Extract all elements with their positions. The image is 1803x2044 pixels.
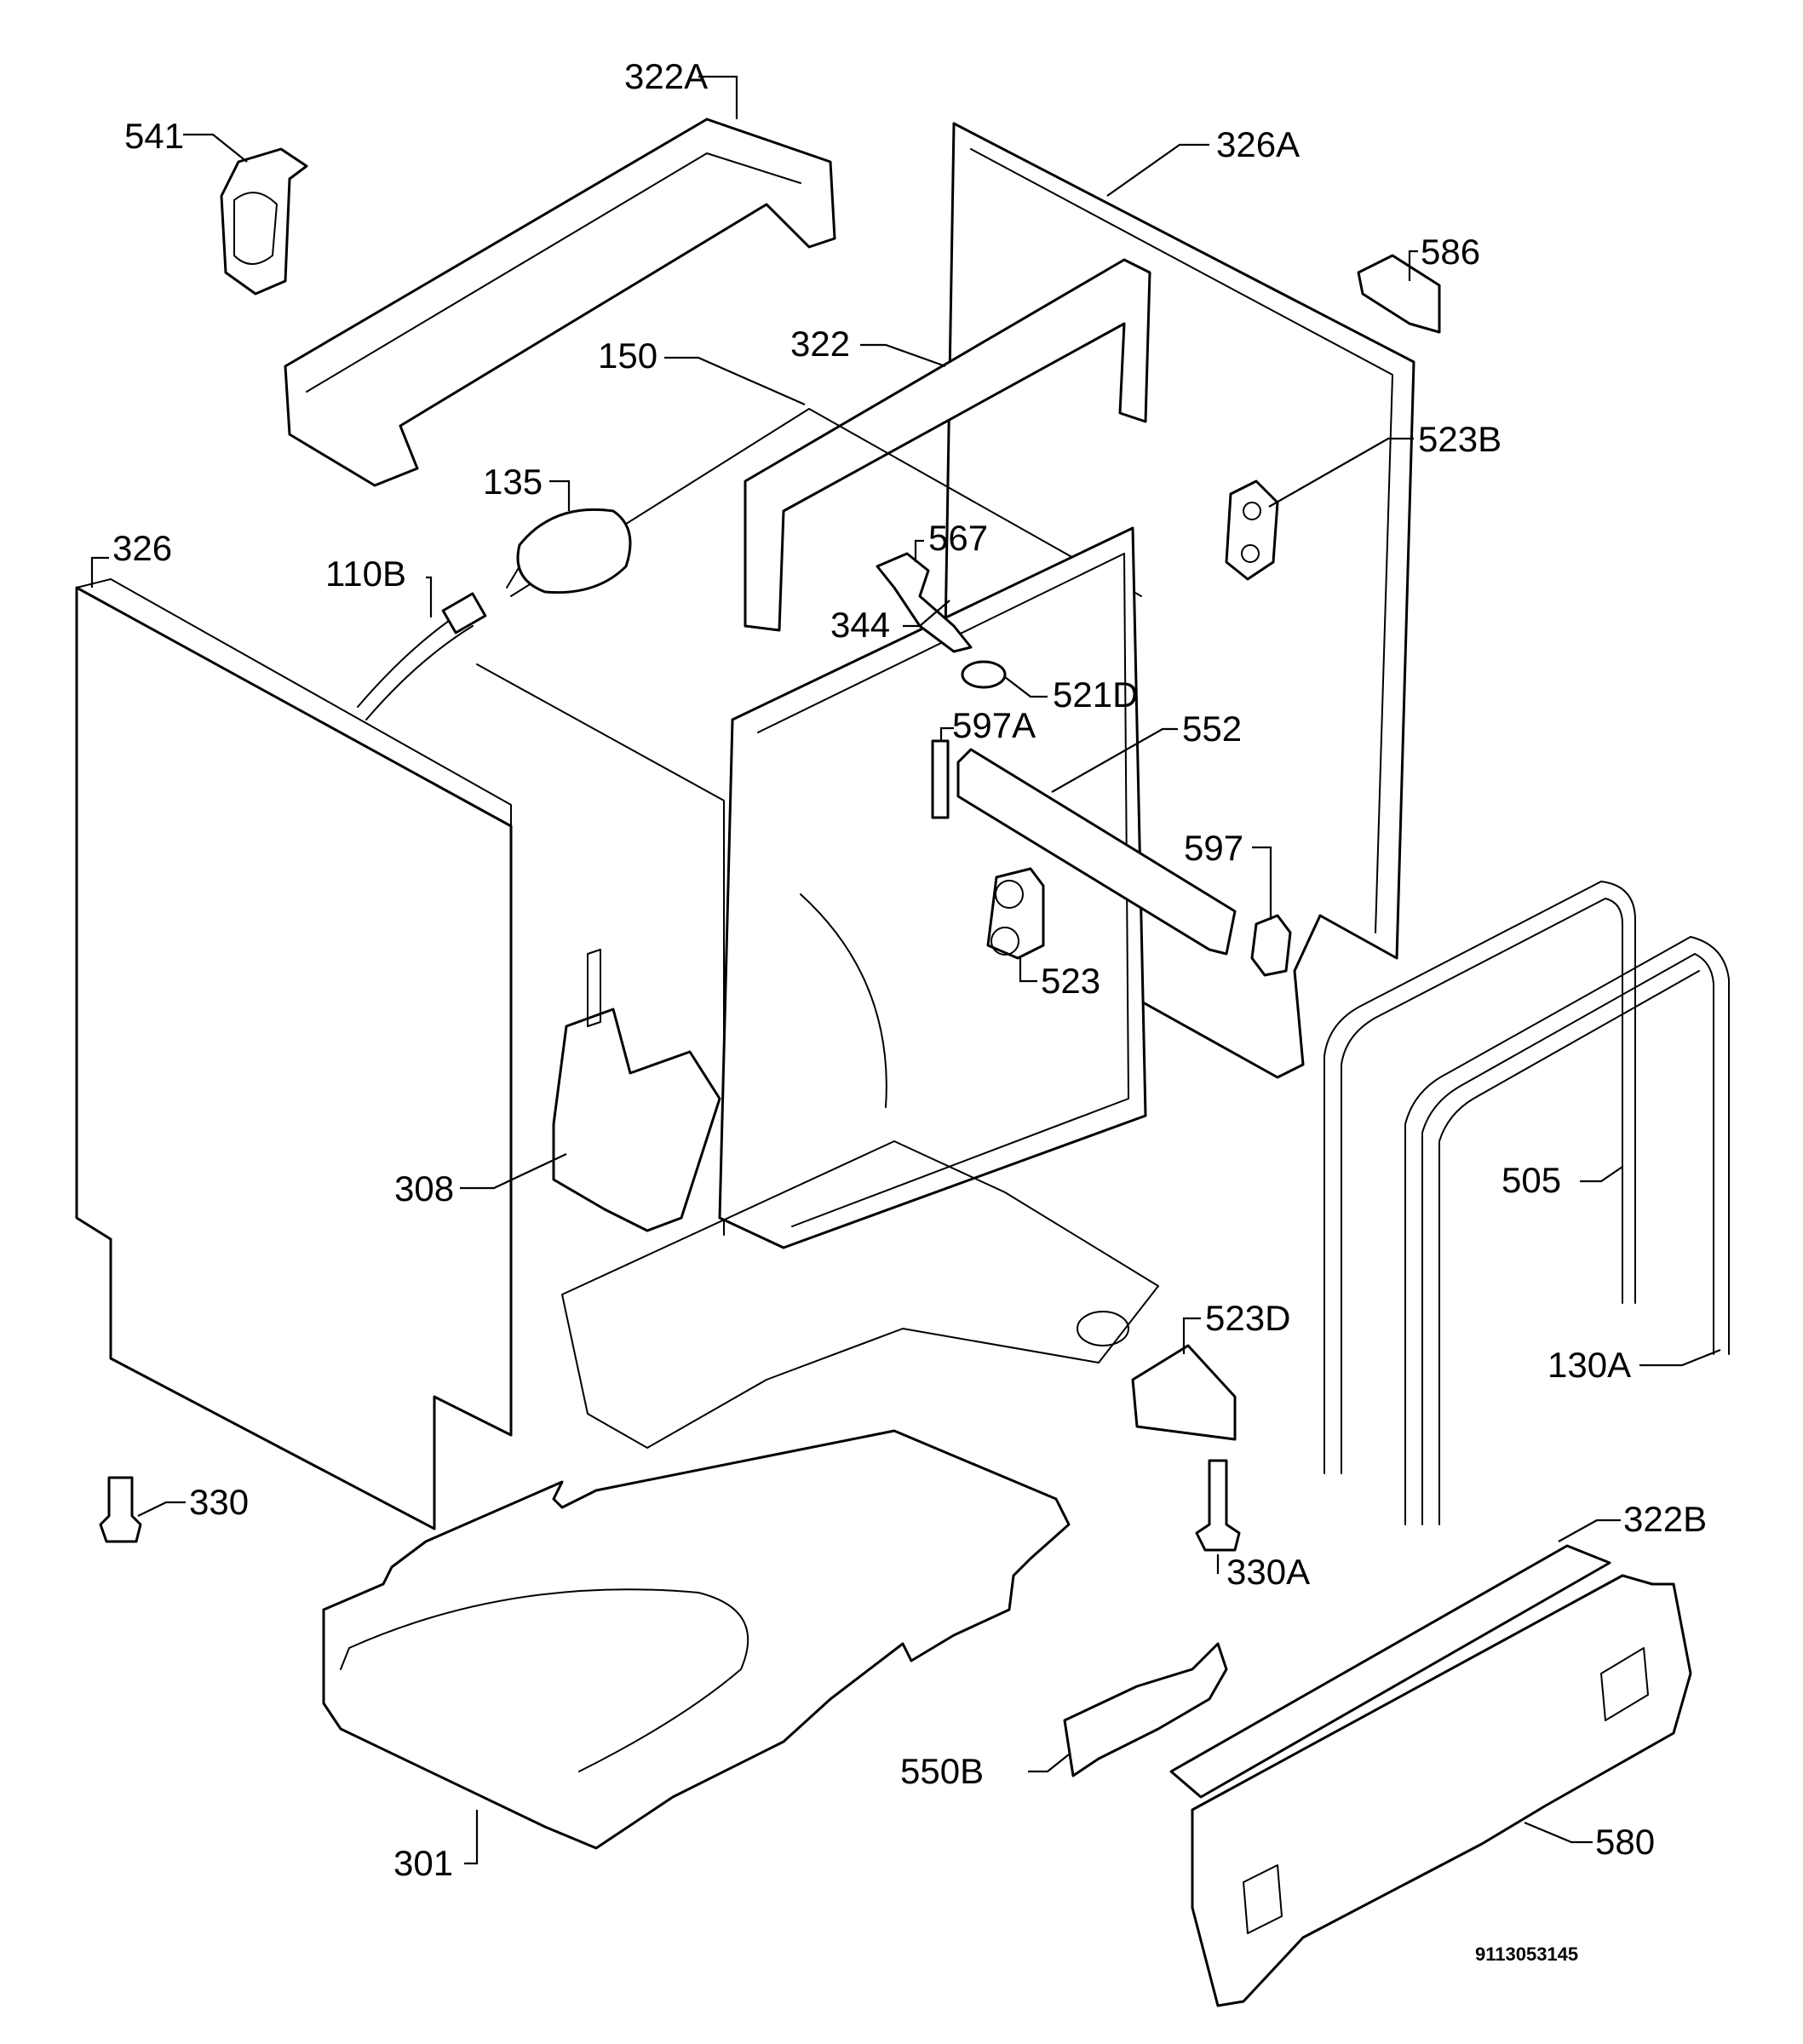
part-322A xyxy=(284,118,836,487)
part-322 xyxy=(744,258,1151,632)
part-110B xyxy=(357,592,487,721)
label-150: 150 xyxy=(598,336,657,376)
part-541 xyxy=(220,147,308,296)
part-521D xyxy=(961,660,1007,689)
label-330A: 330A xyxy=(1226,1552,1310,1592)
label-523B: 523B xyxy=(1418,419,1502,459)
part-130A xyxy=(1404,936,1730,1525)
label-301: 301 xyxy=(393,1843,453,1883)
label-552: 552 xyxy=(1182,709,1242,749)
label-541: 541 xyxy=(124,116,184,156)
label-523D: 523D xyxy=(1205,1298,1290,1338)
part-labels: 541 322A 326A 586 150 322 523B 135 326 1… xyxy=(112,56,1707,1883)
label-597: 597 xyxy=(1184,828,1243,868)
label-135: 135 xyxy=(483,462,543,502)
label-330: 330 xyxy=(189,1482,249,1522)
label-322A: 322A xyxy=(624,56,708,96)
part-308 xyxy=(552,949,721,1232)
part-322B xyxy=(1169,1544,1611,1799)
label-344: 344 xyxy=(830,605,890,645)
part-135 xyxy=(506,508,632,594)
label-326: 326 xyxy=(112,528,172,568)
part-567-344 xyxy=(876,552,973,653)
part-552 xyxy=(956,748,1237,956)
drawing-code: 9113053145 xyxy=(1475,1944,1578,1965)
label-597A: 597A xyxy=(952,705,1036,745)
label-567: 567 xyxy=(928,518,988,558)
label-586: 586 xyxy=(1421,232,1480,272)
part-505 xyxy=(1324,881,1636,1474)
part-326 xyxy=(75,578,513,1530)
label-550B: 550B xyxy=(900,1751,984,1791)
label-326A: 326A xyxy=(1216,124,1300,164)
part-330 xyxy=(99,1476,142,1543)
part-base xyxy=(561,1140,1159,1449)
part-301 xyxy=(322,1429,1071,1850)
part-550B xyxy=(1063,1642,1228,1777)
label-523: 523 xyxy=(1041,961,1100,1001)
part-523D xyxy=(1131,1344,1237,1441)
label-322: 322 xyxy=(790,324,850,364)
part-586 xyxy=(1357,254,1441,334)
part-523B xyxy=(1225,479,1279,581)
part-580 xyxy=(1191,1574,1692,2007)
label-308: 308 xyxy=(394,1168,454,1209)
label-580: 580 xyxy=(1595,1822,1655,1862)
label-130A: 130A xyxy=(1547,1345,1631,1385)
part-523 xyxy=(986,867,1045,960)
label-322B: 322B xyxy=(1623,1499,1707,1539)
label-505: 505 xyxy=(1502,1160,1561,1200)
label-110B: 110B xyxy=(325,554,406,594)
part-330A xyxy=(1195,1459,1241,1552)
part-597A xyxy=(931,739,950,819)
part-597 xyxy=(1250,914,1292,977)
label-521D: 521D xyxy=(1053,675,1138,715)
leader-lines xyxy=(90,75,1721,1865)
